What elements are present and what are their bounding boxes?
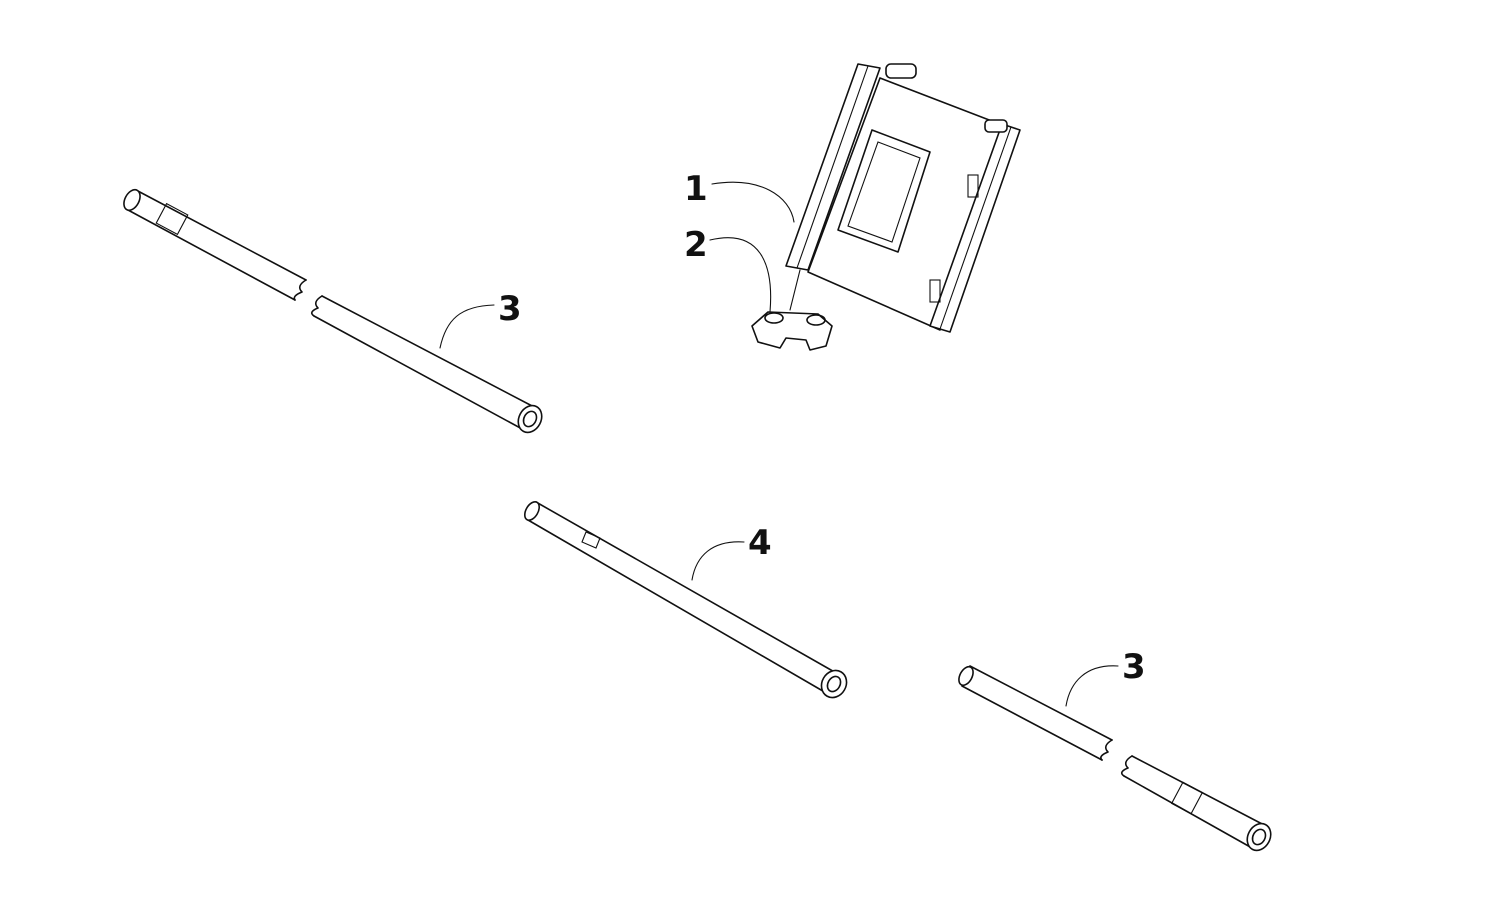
leader-3b [1065, 665, 1119, 707]
leader-2 [709, 237, 772, 313]
callout-1: 1 [684, 169, 708, 209]
part-4-rod-center [523, 501, 848, 699]
part-2-clip [751, 311, 833, 351]
callout-3-upper: 3 [498, 289, 522, 329]
leader-1 [711, 181, 795, 223]
leader-lines [439, 181, 1119, 707]
part-1-bracket [785, 63, 1021, 333]
callout-4: 4 [748, 523, 772, 563]
part-3-rod-upper [123, 188, 543, 434]
callout-2: 2 [684, 225, 708, 265]
leader-4 [691, 541, 745, 581]
callout-3-lower: 3 [1122, 647, 1146, 687]
leader-3a [439, 304, 495, 349]
part-3-rod-lower [958, 665, 1272, 852]
